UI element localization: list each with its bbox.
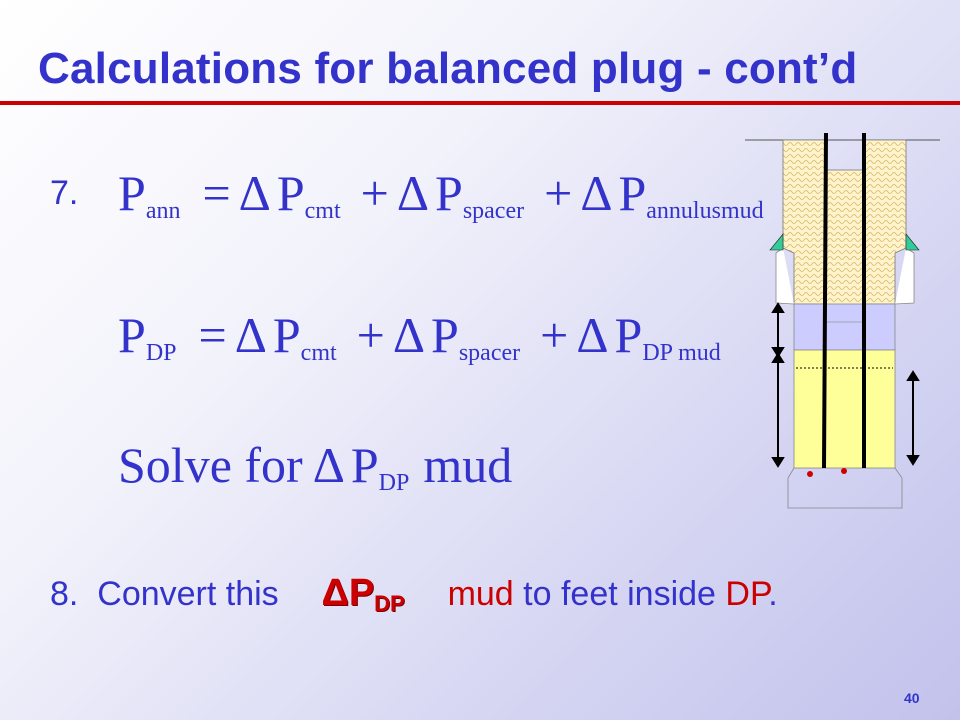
centralizer-right-icon: [905, 233, 920, 251]
step-7-number: 7.: [50, 174, 79, 212]
open-hole-bottom: [787, 467, 903, 509]
annulus-mud-right: [863, 139, 907, 305]
spacer-inside-pipe: [825, 321, 865, 351]
title-underline: [0, 101, 960, 105]
delta-p-dp-symbol: ΔPDP: [321, 572, 405, 616]
centralizer-left-icon: [769, 233, 784, 251]
slide-title: Calculations for balanced plug - cont’d: [38, 44, 858, 93]
balanced-plug-wellbore-diagram: [745, 132, 940, 509]
cement-plug-zone: [793, 349, 896, 469]
annulus-mud-left: [782, 139, 827, 305]
page-number: 40: [904, 690, 920, 706]
drillpipe-mud: [825, 169, 865, 323]
drillpipe-wall-left: [822, 132, 828, 469]
casing-shoe-left: [775, 247, 795, 305]
pipe-end-dot-right: [841, 468, 847, 474]
eq2-lhs: PDP: [118, 307, 177, 366]
plug-height-arrow-icon: [906, 370, 920, 466]
eq1-lhs: Pann: [118, 165, 181, 224]
cement-height-arrow-icon: [771, 352, 785, 468]
step-8-text: 8. Convert this ΔPDP mud to feet inside …: [50, 572, 778, 616]
pipe-end-dot-left: [807, 471, 813, 477]
spacer-height-arrow-icon: [771, 302, 785, 358]
casing-shoe-right: [894, 247, 915, 305]
